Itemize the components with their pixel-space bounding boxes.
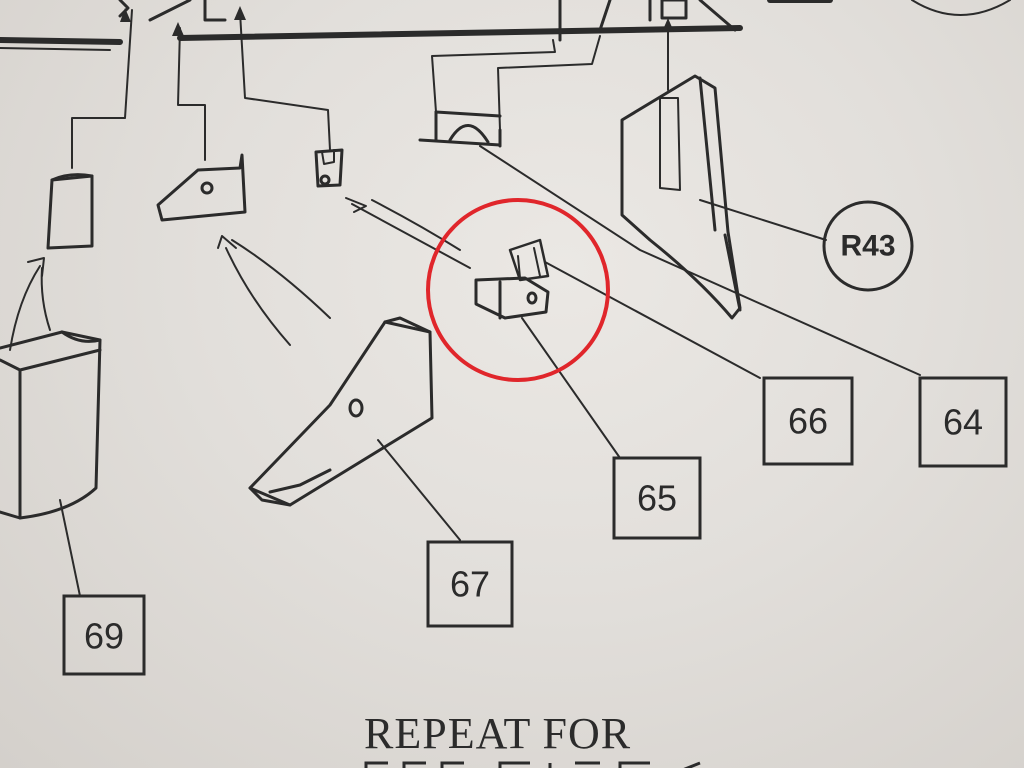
callout-65-label: 65 xyxy=(637,478,677,519)
installed-part-69 xyxy=(46,173,94,250)
callout-66: 66 xyxy=(762,376,854,466)
cut-off-text-line xyxy=(360,758,720,768)
assembly-leader-lines xyxy=(71,9,669,169)
callout-66-label: 66 xyxy=(788,401,828,442)
installed-part-64 xyxy=(620,74,742,320)
callout-67: 67 xyxy=(426,540,514,628)
callout-64-label: 64 xyxy=(943,402,983,443)
installed-part-65 xyxy=(314,148,344,188)
highlight-circle xyxy=(426,198,610,382)
motion-arrows xyxy=(9,197,471,351)
installed-part-66 xyxy=(418,110,502,148)
callout-r43-label: R43 xyxy=(840,230,895,263)
installed-part-67 xyxy=(156,153,247,222)
callout-69: 69 xyxy=(62,594,146,676)
top-rail xyxy=(0,0,1011,51)
repeat-instruction-text: REPEAT FOR xyxy=(364,709,632,758)
callout-65: 65 xyxy=(612,456,702,540)
part-67 xyxy=(248,316,434,507)
callout-r43: R43 xyxy=(822,200,914,292)
part-69 xyxy=(0,330,102,520)
callout-67-label: 67 xyxy=(450,564,490,605)
arrowheads xyxy=(120,6,674,36)
part-65 xyxy=(474,238,550,320)
callout-leader-lines xyxy=(59,145,921,597)
callout-64: 64 xyxy=(918,376,1008,468)
callout-69-label: 69 xyxy=(84,616,124,657)
